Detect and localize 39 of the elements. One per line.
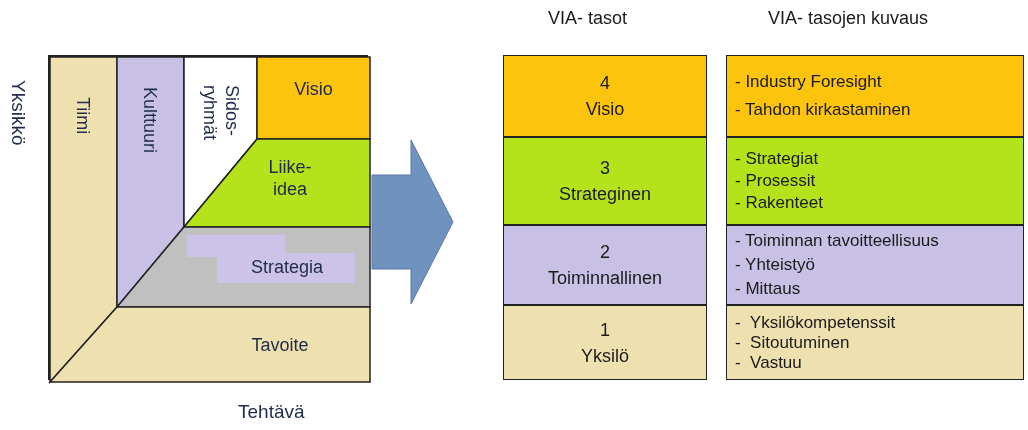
description-box: [726, 305, 1024, 380]
description-box: [726, 225, 1024, 305]
bullet-item: - Vastuu: [735, 352, 803, 373]
bullet-item: - Sitoutuminen: [735, 332, 851, 353]
level-name: Strateginen: [558, 184, 652, 204]
level-name: Yksilö: [581, 345, 629, 366]
region-label: Liike- idea: [267, 156, 313, 200]
region-label: Kulttuuri: [139, 87, 161, 154]
bullet-item: - Toiminnan tavoitteellisuus: [735, 231, 940, 251]
region-label: Sidos- ryhmät: [199, 85, 243, 142]
bullet-item: - Prosessit: [735, 171, 817, 191]
level-box: [503, 55, 707, 137]
region-label: Visio: [293, 78, 334, 100]
bullet-item: - Rakenteet: [735, 193, 824, 213]
region-label: Strategia: [249, 256, 324, 278]
bullet-item: - Tahdon kirkastaminen: [735, 100, 912, 120]
bullet-item: - Strategiat: [735, 149, 820, 169]
level-box: [503, 305, 707, 380]
level-box: [503, 137, 707, 225]
level-name: Toiminnallinen: [547, 268, 663, 288]
level-number: 1: [600, 319, 610, 340]
axis-label: Tehtävä: [238, 402, 305, 422]
bullet-item: - Yksilökompetenssit: [735, 312, 897, 333]
bullet-item: - Industry Foresight: [735, 72, 883, 92]
region-label: Tavoite: [250, 334, 310, 356]
level-number: 2: [600, 242, 610, 262]
description-box: [726, 55, 1024, 137]
column-heading: VIA- tasot: [548, 8, 628, 28]
level-number: 3: [600, 158, 610, 178]
description-box: [726, 137, 1024, 225]
level-number: 4: [600, 73, 610, 93]
bullet-item: - Yhteistyö: [735, 255, 816, 275]
column-heading: VIA- tasojen kuvaus: [768, 8, 929, 28]
bullet-item: - Mittaus: [735, 279, 802, 299]
region-label: Tiimi: [72, 97, 94, 135]
block-arrow: [371, 139, 454, 305]
axis-label: Yksikkö: [8, 80, 28, 146]
level-name: Visio: [585, 99, 625, 119]
level-box: [503, 225, 707, 305]
